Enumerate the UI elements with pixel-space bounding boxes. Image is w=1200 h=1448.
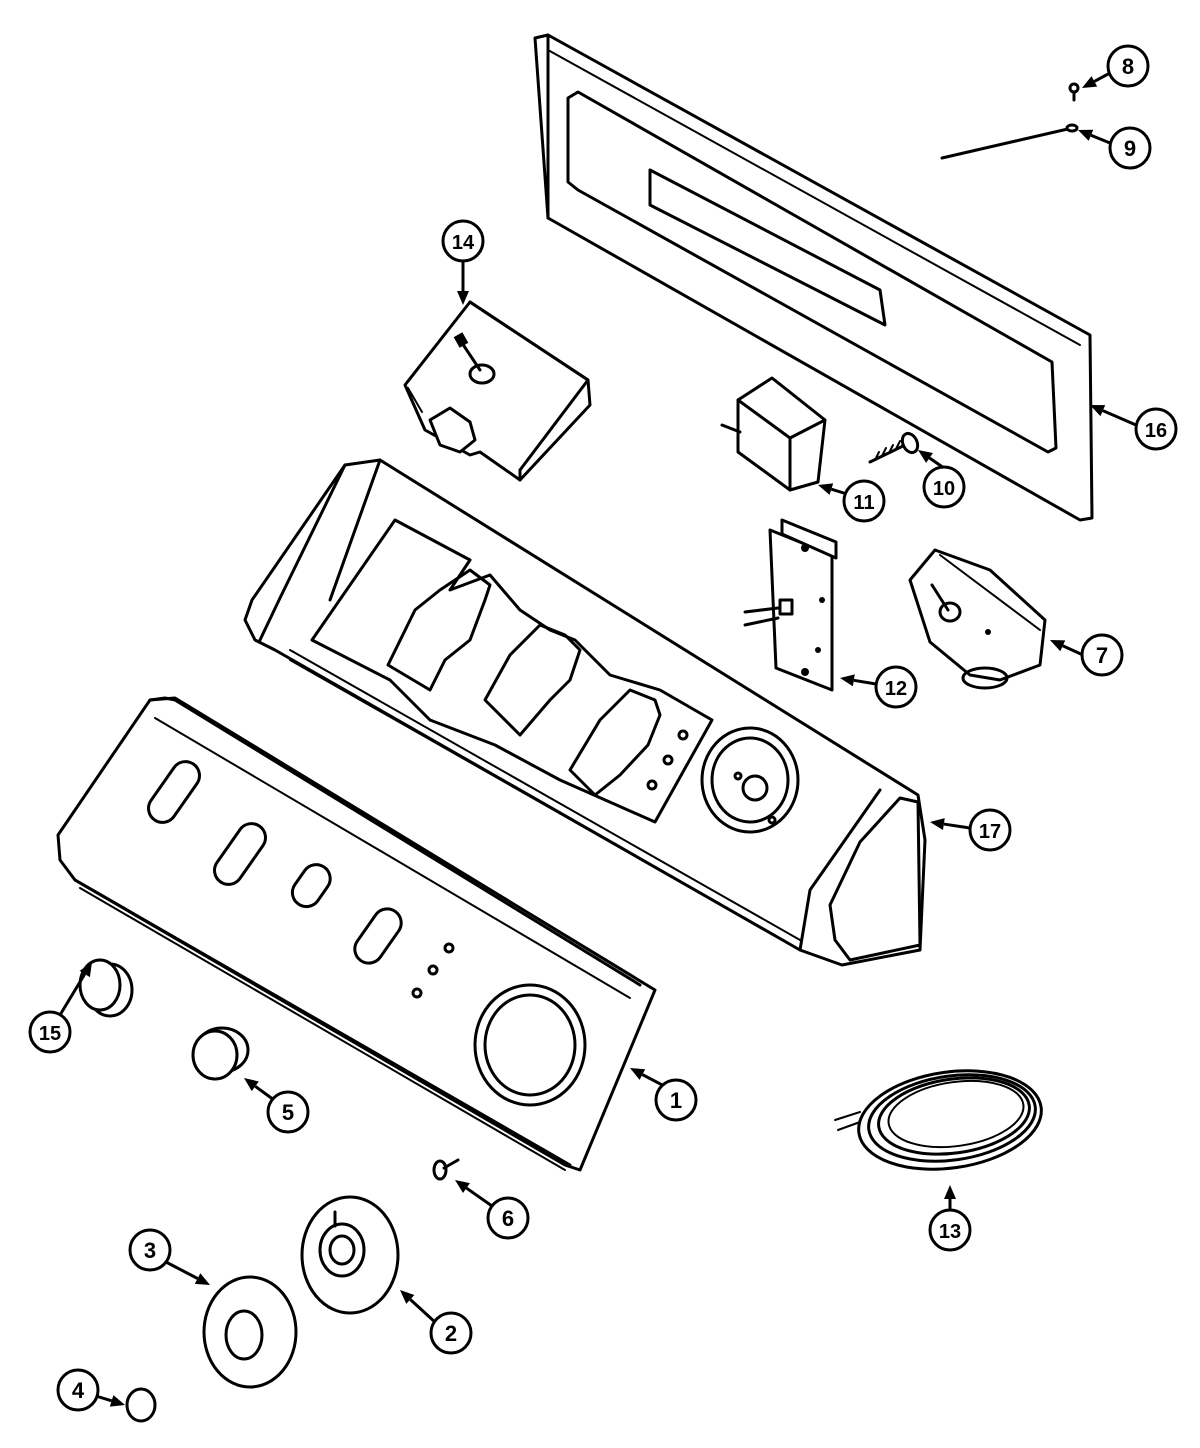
callout-balloon — [922, 465, 966, 509]
button-5-part — [191, 1026, 250, 1081]
callout-balloon — [1108, 126, 1152, 170]
leader-line — [254, 1085, 275, 1102]
leader-line — [943, 822, 971, 830]
leader-arrowhead — [918, 450, 933, 463]
console-back-panel — [533, 33, 1094, 522]
leader-line — [853, 678, 877, 686]
callout-1: 1 — [630, 1068, 698, 1122]
leader-line — [1093, 71, 1111, 83]
callout-8: 8 — [1082, 44, 1150, 88]
callout-4: 4 — [56, 1368, 125, 1412]
callout-number: 14 — [452, 232, 475, 254]
leader-arrowhead — [109, 1395, 125, 1407]
callout-9: 9 — [1078, 126, 1152, 170]
callout-number: 16 — [1145, 420, 1167, 442]
knob-insert-part — [125, 1387, 157, 1423]
screw-10-part — [868, 431, 920, 464]
leader-line — [58, 973, 87, 1016]
leader-arrowhead — [1050, 640, 1066, 652]
callout-balloon — [429, 1311, 473, 1355]
leader-line — [1062, 644, 1084, 657]
callout-6: 6 — [455, 1180, 530, 1240]
leader-arrowhead — [630, 1068, 646, 1080]
callout-number: 11 — [853, 492, 874, 514]
knob-skirt-part — [300, 1195, 400, 1315]
callout-number: 17 — [979, 821, 1001, 843]
callout-10: 10 — [918, 450, 966, 509]
callout-17: 17 — [930, 808, 1012, 852]
callout-balloon — [654, 1078, 698, 1122]
leader-arrowhead — [1090, 405, 1106, 417]
callout-balloon — [842, 479, 886, 523]
callout-3: 3 — [128, 1228, 210, 1285]
callout-5: 5 — [244, 1078, 310, 1134]
leader-line — [1102, 409, 1137, 427]
console-housing-part — [243, 458, 927, 967]
callout-number: 13 — [939, 1221, 961, 1243]
wire-harness-part — [834, 1069, 1043, 1171]
callout-2: 2 — [400, 1290, 473, 1355]
callout-14: 14 — [441, 219, 485, 305]
knob-part — [202, 1275, 298, 1389]
callout-number: 7 — [1096, 643, 1108, 668]
leader-arrowhead — [400, 1290, 415, 1304]
callout-balloon — [28, 1010, 72, 1054]
callout-balloon — [56, 1368, 100, 1412]
callout-number: 6 — [502, 1206, 514, 1231]
callout-number: 15 — [39, 1023, 61, 1045]
callout-number: 1 — [670, 1088, 682, 1113]
callout-13: 13 — [928, 1185, 972, 1252]
callout-balloon — [1080, 633, 1124, 677]
leader-arrowhead — [930, 818, 945, 831]
leader-arrowhead — [79, 962, 92, 978]
callout-number: 9 — [1124, 136, 1136, 161]
selector-switch-part — [403, 300, 592, 482]
callout-balloon — [928, 1208, 972, 1252]
callout-number: 12 — [885, 678, 907, 700]
leader-line — [465, 1186, 493, 1208]
callout-balloon — [441, 219, 485, 263]
callout-balloon — [266, 1090, 310, 1134]
leader-line — [1090, 133, 1111, 145]
callout-number: 3 — [144, 1238, 156, 1263]
callout-balloon — [128, 1228, 172, 1272]
leader-arrowhead — [194, 1273, 210, 1285]
callout-number: 10 — [933, 478, 955, 500]
callout-15: 15 — [28, 962, 92, 1054]
callout-balloon — [1134, 407, 1178, 451]
callout-12: 12 — [840, 665, 918, 709]
leader-arrowhead — [457, 291, 469, 305]
callout-11: 11 — [818, 479, 886, 523]
switch-block-part — [720, 376, 827, 492]
callout-balloon — [486, 1196, 530, 1240]
callout-7: 7 — [1050, 633, 1124, 677]
leader-line — [95, 1394, 113, 1403]
callout-16: 16 — [1090, 405, 1178, 451]
leader-arrowhead — [455, 1180, 470, 1193]
timer-switch-part — [743, 518, 838, 692]
callout-number: 5 — [282, 1100, 294, 1125]
leader-arrowhead — [944, 1185, 956, 1199]
callout-number: 4 — [72, 1378, 85, 1403]
leader-arrowhead — [1078, 129, 1094, 141]
callout-number: 8 — [1122, 54, 1134, 79]
console-panel-part — [56, 696, 657, 1172]
leader-line — [409, 1298, 438, 1325]
leader-line — [165, 1260, 199, 1280]
screw-6-part — [432, 1158, 460, 1181]
screw-8-part — [1068, 82, 1080, 102]
callout-number: 2 — [445, 1321, 457, 1346]
switch-7-part — [908, 548, 1047, 690]
leader-arrowhead — [1082, 76, 1098, 88]
leader-arrowhead — [244, 1078, 259, 1092]
callout-balloon — [1106, 44, 1150, 88]
callout-balloon — [874, 665, 918, 709]
leader-arrowhead — [818, 483, 834, 495]
callout-balloon — [968, 808, 1012, 852]
leader-arrowhead — [840, 674, 855, 687]
wire-tie-part — [940, 123, 1079, 160]
